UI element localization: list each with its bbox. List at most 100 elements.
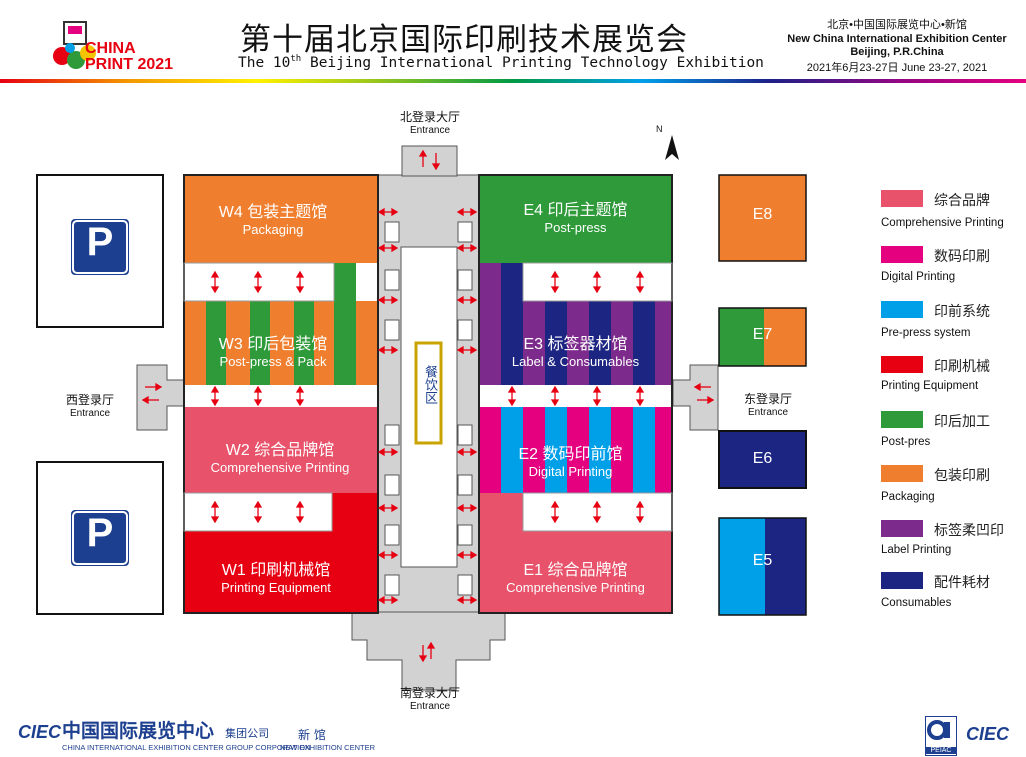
west-entrance-block [136, 364, 186, 431]
corridor-pillars [384, 221, 473, 596]
legend-cn: 综合品牌 [934, 193, 990, 209]
legend-swatch [881, 356, 923, 373]
group-name-cn-main: 中国国际展览中心 [62, 720, 215, 742]
new-center-cn: 新 馆 [298, 728, 326, 742]
hall-w2-category: Comprehensive Printing [210, 460, 350, 475]
legend-cn: 数码印刷 [934, 249, 990, 265]
hall-e2-label[interactable]: E2 数码印前馆 Digital Printing [479, 440, 662, 479]
venue-info: 北京•中国国际展览中心•新馆 New China International E… [782, 16, 1012, 75]
hall-e1-label[interactable]: E1 综合品牌馆 Comprehensive Printing [479, 556, 672, 595]
hall-e4-category: Post-press [544, 220, 607, 235]
legend-cn: 印前系统 [934, 304, 990, 320]
hall-w2-label[interactable]: W2 综合品牌馆 Comprehensive Printing [184, 436, 376, 475]
east-entrance-cn: 东登录厅 [743, 392, 792, 406]
legend-en: Label Printing [881, 544, 952, 556]
china-print-logo: CHINA PRINT 2021 [52, 20, 182, 75]
hall-e8-label[interactable]: E8 [752, 206, 773, 223]
title-english-sup: th [290, 54, 302, 64]
hall-w4-category: Packaging [242, 222, 304, 237]
west-entrance-cn: 西登录厅 [65, 393, 114, 407]
legend-swatch [881, 246, 923, 263]
group-name-cn-suffix: 集团公司 [225, 727, 270, 740]
hall-e5-label[interactable]: E5 [752, 552, 773, 569]
east-entrance-en: Entrance [747, 407, 789, 418]
parking-sign-south: P [86, 511, 114, 555]
hall-e7-box [718, 307, 807, 367]
hall-w1-category: Printing Equipment [221, 580, 331, 595]
legend-swatch [881, 301, 923, 318]
new-center-en: NEW EXHIBITION CENTER [280, 743, 376, 752]
legend-en: Pre-press system [881, 327, 971, 339]
south-entrance-block [351, 611, 506, 691]
hall-e5-box [718, 517, 807, 616]
south-entrance-cn: 南登录大厅 [399, 686, 460, 700]
hall-e4-label[interactable]: E4 印后主题馆 Post-press [479, 196, 672, 235]
catering-label: 餐饮区 [422, 365, 437, 404]
west-entrance-label: 西登录厅 Entrance [50, 391, 130, 419]
west-building [183, 174, 379, 614]
legend-swatch [881, 411, 923, 428]
legend-en: Printing Equipment [881, 380, 979, 392]
hall-w4-label[interactable]: W4 包装主题馆 Packaging [184, 198, 362, 237]
legend-cn: 标签柔凹印 [934, 523, 1004, 539]
north-arrow-icon [665, 135, 679, 160]
north-label: N [656, 124, 663, 134]
legend-swatch [881, 520, 923, 537]
title-english: The 10th Beijing International Printing … [238, 54, 764, 71]
aisle-arrows [210, 149, 645, 663]
hall-w3-name: W3 印后包装馆 [218, 336, 328, 353]
north-entrance-cn: 北登录大厅 [399, 110, 460, 124]
venue-english: New China International Exhibition Cente… [787, 33, 1007, 45]
peiac-text: PEIAC [926, 747, 956, 754]
title-english-post: Beijing International Printing Technolog… [301, 54, 764, 71]
venue-date: 2021年6月23-27日 June 23-27, 2021 [806, 62, 988, 74]
legend-en: Comprehensive Printing [881, 217, 1004, 229]
legend-en: Consumables [881, 597, 952, 609]
hall-e7-label[interactable]: E7 [752, 326, 773, 343]
hall-e4-name: E4 印后主题馆 [523, 202, 628, 219]
hall-e3-category: Label & Consumables [511, 354, 640, 369]
east-building [478, 174, 673, 614]
ciec-logo-left: CIEC [18, 722, 62, 742]
east-entrance-label: 东登录厅 Entrance [728, 390, 808, 418]
parking-sign-north: P [86, 220, 114, 264]
hall-e6-box [718, 430, 807, 489]
hall-e1-category: Comprehensive Printing [506, 580, 645, 595]
legend-cn: 配件耗材 [934, 575, 990, 591]
south-entrance-en: Entrance [409, 701, 451, 712]
title-english-pre: The 10 [238, 54, 291, 71]
hall-e8-box [718, 174, 807, 262]
north-entrance-block [401, 145, 458, 177]
legend-en: Digital Printing [881, 271, 956, 283]
west-entrance-en: Entrance [69, 408, 111, 419]
logo-text-line2: PRINT 2021 [85, 56, 174, 73]
hall-w1-label[interactable]: W1 印刷机械馆 Printing Equipment [184, 556, 368, 595]
hall-w3-category: Post-press & Pack [219, 354, 327, 369]
legend-cn: 包装印刷 [934, 468, 990, 484]
group-name-cn: 中国国际展览中心 集团公司 [62, 716, 269, 743]
hall-e6-label[interactable]: E6 [752, 450, 773, 467]
logo-text-line1: CHINA [85, 40, 136, 57]
peiac-emblem-icon [927, 720, 950, 740]
catering-area [414, 341, 443, 445]
header: CHINA PRINT 2021 第十届北京国际印刷技术展览会 The 10th… [0, 0, 1026, 84]
north-entrance-en: Entrance [409, 125, 451, 136]
printer-logo-icon [53, 21, 96, 69]
hall-w3-label[interactable]: W3 印后包装馆 Post-press & Pack [184, 330, 362, 369]
rainbow-divider [0, 79, 1026, 83]
ciec-logo-right: CIEC [966, 724, 1010, 744]
venue-chinese: 北京•中国国际展览中心•新馆 [827, 19, 967, 31]
north-entrance-label: 北登录大厅 Entrance [380, 108, 480, 136]
east-entrance-block [672, 364, 719, 431]
legend-swatch [881, 465, 923, 482]
legend-swatch [881, 572, 923, 589]
hall-w4-name: W4 包装主题馆 [218, 204, 328, 221]
hall-e3-label[interactable]: E3 标签器材馆 Label & Consumables [479, 330, 672, 369]
legend-cn: 印后加工 [934, 414, 990, 430]
hall-e3-name: E3 标签器材馆 [523, 336, 628, 353]
group-name-en: CHINA INTERNATIONAL EXHIBITION CENTER GR… [62, 743, 311, 752]
hall-e2-category: Digital Printing [528, 464, 613, 479]
legend-swatch [881, 190, 923, 207]
legend-cn: 印刷机械 [934, 359, 990, 375]
